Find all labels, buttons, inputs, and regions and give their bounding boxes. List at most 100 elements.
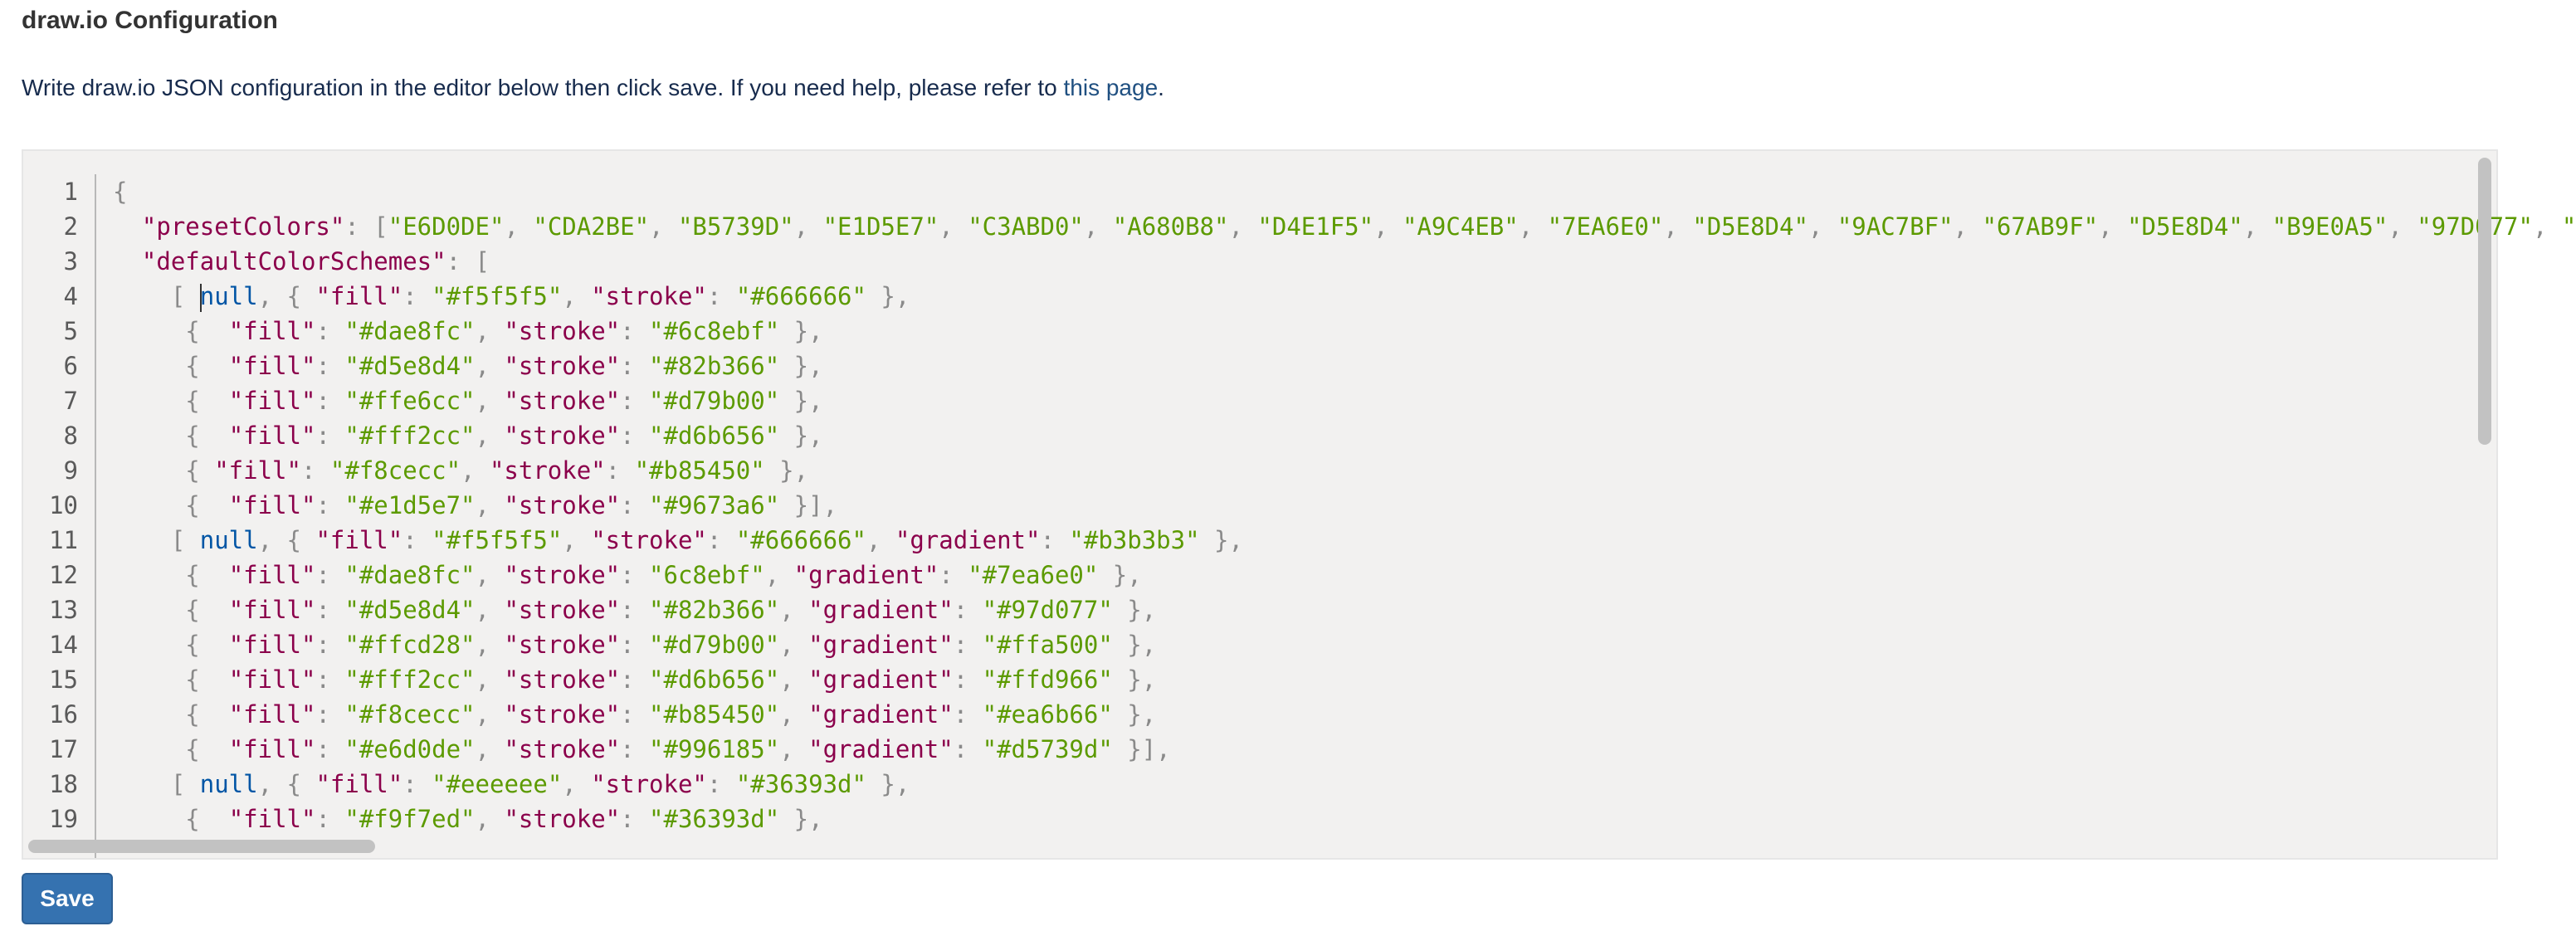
line-number: 10 <box>49 491 78 519</box>
code-line[interactable]: "presetColors": ["E6D0DE", "CDA2BE", "B5… <box>113 209 2576 244</box>
json-string: "#ffa500" <box>982 631 1113 659</box>
vertical-scrollbar[interactable] <box>2478 158 2491 445</box>
description-text: Write draw.io JSON configuration in the … <box>22 75 1064 100</box>
json-punctuation: : <box>402 526 432 554</box>
json-punctuation: , <box>1808 212 1837 241</box>
code-line[interactable]: { "fill": "#e6d0de", "stroke": "#996185"… <box>113 732 2496 767</box>
code-line[interactable]: { "fill": "#d5e8d4", "stroke": "#82b366"… <box>113 592 2496 627</box>
json-string: "#97d077" <box>982 596 1113 624</box>
code-line[interactable]: { "fill": "#f9f7ed", "stroke": "#36393d"… <box>113 802 2496 836</box>
help-link[interactable]: this page <box>1063 75 1159 100</box>
code-line[interactable]: { "fill": "#fff2cc", "stroke": "#d6b656"… <box>113 662 2496 697</box>
json-punctuation: : <box>402 282 432 310</box>
code-line[interactable]: [ null, { "fill": "#f5f5f5", "stroke": "… <box>113 523 2496 558</box>
json-punctuation: : <box>315 387 345 415</box>
code-line[interactable]: [ null, { "fill": "#f5f5f5", "stroke": "… <box>113 279 2496 314</box>
json-key: "fill" <box>228 352 316 380</box>
json-punctuation: : <box>953 665 983 694</box>
code-line[interactable]: { "fill": "#dae8fc", "stroke": "#6c8ebf"… <box>113 314 2496 349</box>
json-key: "stroke" <box>489 456 606 485</box>
json-punctuation: : <box>315 352 345 380</box>
json-punctuation: , <box>1663 212 1693 241</box>
json-string: "#6c8ebf" <box>649 317 780 345</box>
json-key: "stroke" <box>504 700 621 729</box>
line-number: 12 <box>49 561 78 589</box>
code-line[interactable]: { "fill": "#dae8fc", "stroke": "6c8ebf",… <box>113 558 2496 592</box>
json-key: "fill" <box>228 491 316 519</box>
json-key: "gradient" <box>793 561 939 589</box>
json-punctuation: , <box>866 526 895 554</box>
json-string: "9AC7BF" <box>1837 212 1954 241</box>
json-punctuation: : <box>620 805 650 833</box>
code-line[interactable]: [ null, { "fill": "#eeeeee", "stroke": "… <box>113 767 2496 802</box>
json-punctuation: { <box>113 700 229 729</box>
json-key: "stroke" <box>504 735 621 763</box>
code-line[interactable]: { "fill": "#ffe6cc", "stroke": "#d79b00"… <box>113 383 2496 418</box>
json-key: "fill" <box>315 282 403 310</box>
line-number: 8 <box>63 422 78 450</box>
json-punctuation: }, <box>1112 596 1157 624</box>
code-line[interactable]: { <box>113 174 2496 209</box>
json-string: "#b3b3b3" <box>1069 526 1200 554</box>
line-number: 4 <box>63 282 78 310</box>
json-punctuation: , <box>475 665 505 694</box>
json-key: "gradient" <box>808 631 954 659</box>
json-null: null <box>199 526 258 554</box>
json-string: "#dae8fc" <box>344 317 476 345</box>
json-punctuation: : <box>315 422 345 450</box>
save-button[interactable]: Save <box>22 873 113 924</box>
json-punctuation: , <box>2388 212 2417 241</box>
line-number: 3 <box>63 247 78 275</box>
json-string: "#fff2cc" <box>344 665 476 694</box>
json-punctuation: }, <box>1098 561 1142 589</box>
code-line[interactable]: { "fill": "#f8cecc", "stroke": "#b85450"… <box>113 453 2496 488</box>
json-punctuation: , <box>475 631 505 659</box>
json-punctuation: : <box>315 596 345 624</box>
code-line[interactable]: { "fill": "#e1d5e7", "stroke": "#9673a6"… <box>113 488 2496 523</box>
json-punctuation: }, <box>866 282 910 310</box>
json-key: "stroke" <box>504 561 621 589</box>
json-string: "#d6b656" <box>649 422 780 450</box>
json-string: "A9C4EB" <box>1403 212 1519 241</box>
json-punctuation: : <box>315 700 345 729</box>
json-key: "stroke" <box>504 805 621 833</box>
json-punctuation: { <box>113 561 229 589</box>
horizontal-scrollbar[interactable] <box>28 840 375 853</box>
json-string: "B9E0A5" <box>2271 212 2388 241</box>
json-punctuation: : <box>706 770 736 798</box>
json-string: "#7ea6e0" <box>968 561 1099 589</box>
json-string: "97D077" <box>2417 212 2533 241</box>
json-punctuation: }, <box>1112 665 1157 694</box>
line-number: 11 <box>49 526 78 554</box>
code-line[interactable]: "defaultColorSchemes": [ <box>113 244 2496 279</box>
json-string: "#b85450" <box>649 700 780 729</box>
json-key: "fill" <box>228 317 316 345</box>
json-punctuation: [ <box>113 770 200 798</box>
json-key: "defaultColorSchemes" <box>141 247 446 275</box>
json-punctuation: , <box>649 212 678 241</box>
code-lines[interactable]: { "presetColors": ["E6D0DE", "CDA2BE", "… <box>113 174 2576 836</box>
json-punctuation: , { <box>257 526 316 554</box>
line-number: 6 <box>63 352 78 380</box>
code-line[interactable]: { "fill": "#ffcd28", "stroke": "#d79b00"… <box>113 627 2496 662</box>
code-line[interactable]: { "fill": "#fff2cc", "stroke": "#d6b656"… <box>113 418 2496 453</box>
json-key: "stroke" <box>504 631 621 659</box>
json-punctuation: : <box>620 491 650 519</box>
json-key: "fill" <box>228 700 316 729</box>
json-string: "C3ABD0" <box>968 212 1084 241</box>
json-punctuation: : <box>620 387 650 415</box>
code-line[interactable]: { "fill": "#d5e8d4", "stroke": "#82b366"… <box>113 349 2496 383</box>
json-punctuation: { <box>113 735 229 763</box>
json-key: "gradient" <box>895 526 1041 554</box>
code-line[interactable]: { "fill": "#f8cecc", "stroke": "#b85450"… <box>113 697 2496 732</box>
json-punctuation: , <box>475 352 505 380</box>
json-string: "#ffd966" <box>982 665 1113 694</box>
json-null: null <box>199 282 258 310</box>
json-string: "#eeeeee" <box>432 770 563 798</box>
json-string: "D5E8D4" <box>1692 212 1808 241</box>
json-punctuation: , <box>764 561 794 589</box>
json-punctuation: , <box>779 596 809 624</box>
json-punctuation: : <box>953 700 983 729</box>
json-string: "#b85450" <box>634 456 765 485</box>
